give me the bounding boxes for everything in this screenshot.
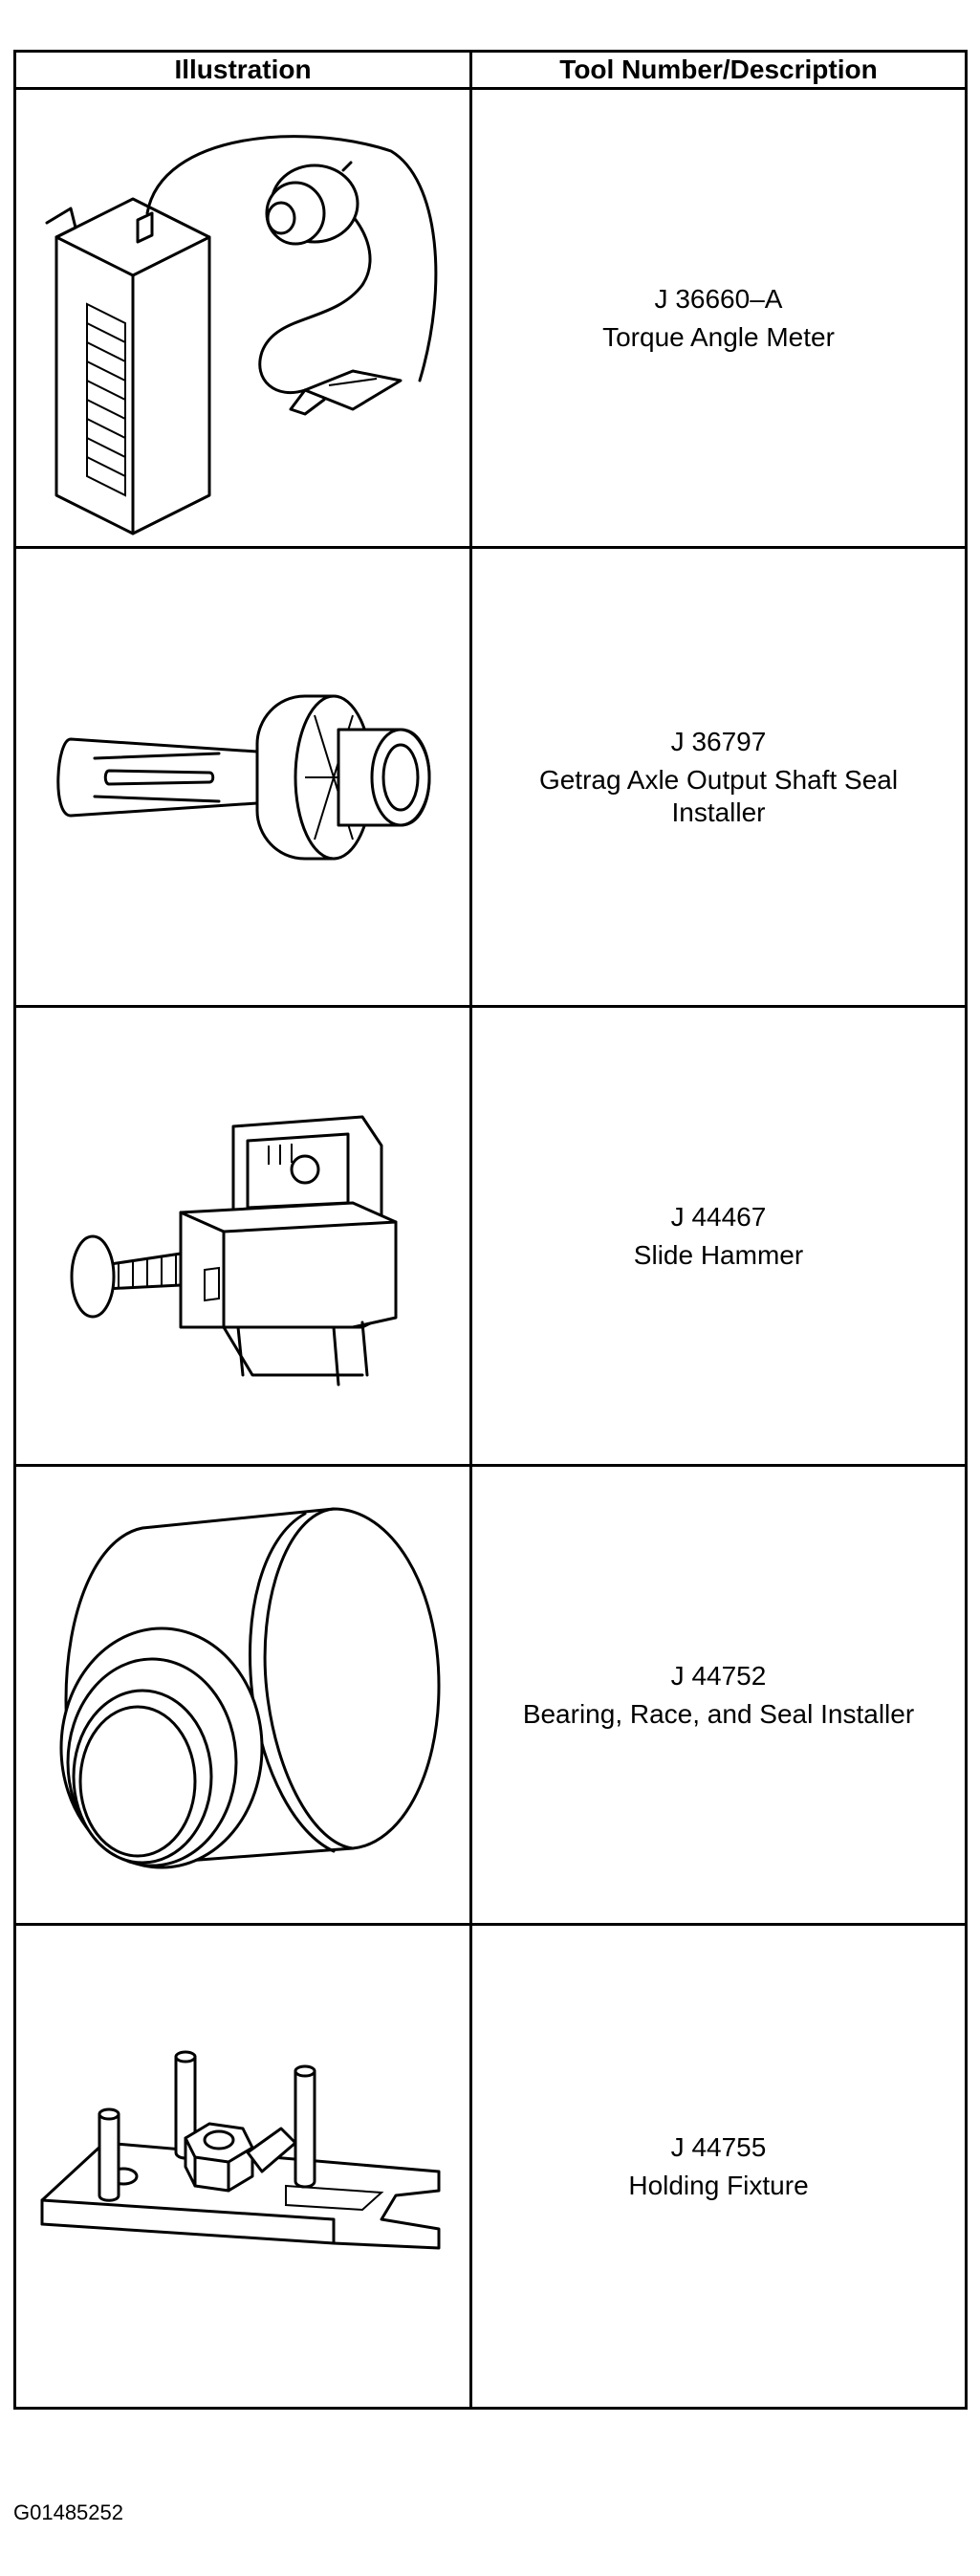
tool-number: J 44467 xyxy=(670,1201,767,1232)
table-row: J 44755 Holding Fixture xyxy=(13,1923,968,2410)
special-tools-table: Illustration Tool Number/Description xyxy=(13,50,968,2410)
bearing-race-seal-installer-icon xyxy=(59,1507,441,1868)
holding-fixture-icon xyxy=(40,2050,441,2249)
tool-description: Slide Hammer xyxy=(633,1239,804,1270)
slide-hammer-icon xyxy=(70,1115,398,1386)
tool-number: J 44755 xyxy=(670,2131,767,2162)
table-row: J 36660–A Torque Angle Meter xyxy=(13,87,968,549)
description-cell: J 36660–A Torque Angle Meter xyxy=(469,87,968,549)
table-row: J 44752 Bearing, Race, and Seal Installe… xyxy=(13,1464,968,1926)
header-tool-number-description: Tool Number/Description xyxy=(469,50,968,90)
description-cell: J 44755 Holding Fixture xyxy=(469,1923,968,2410)
tool-description: Getrag Axle Output Shaft Seal Installer xyxy=(538,764,899,827)
illustration-cell xyxy=(13,87,472,549)
tool-number: J 36660–A xyxy=(654,283,783,314)
tool-description: Torque Angle Meter xyxy=(602,321,835,352)
illustration-cell xyxy=(13,1923,472,2410)
tool-description: Bearing, Race, and Seal Installer xyxy=(522,1698,915,1729)
illustration-cell xyxy=(13,1464,472,1926)
figure-code: G01485252 xyxy=(13,2500,123,2524)
table-header-row: Illustration Tool Number/Description xyxy=(13,50,968,90)
tool-number: J 36797 xyxy=(670,726,767,756)
tool-number: J 44752 xyxy=(670,1660,767,1691)
description-cell: J 36797 Getrag Axle Output Shaft Seal In… xyxy=(469,546,968,1008)
description-cell: J 44467 Slide Hammer xyxy=(469,1005,968,1467)
description-cell: J 44752 Bearing, Race, and Seal Installe… xyxy=(469,1464,968,1926)
illustration-cell xyxy=(13,1005,472,1467)
table-row: J 36797 Getrag Axle Output Shaft Seal In… xyxy=(13,546,968,1008)
torque-angle-meter-icon xyxy=(45,134,438,535)
table-row: J 44467 Slide Hammer xyxy=(13,1005,968,1467)
header-illustration: Illustration xyxy=(13,50,472,90)
illustration-cell xyxy=(13,546,472,1008)
seal-installer-icon xyxy=(56,694,431,860)
tool-description: Holding Fixture xyxy=(628,2170,809,2200)
